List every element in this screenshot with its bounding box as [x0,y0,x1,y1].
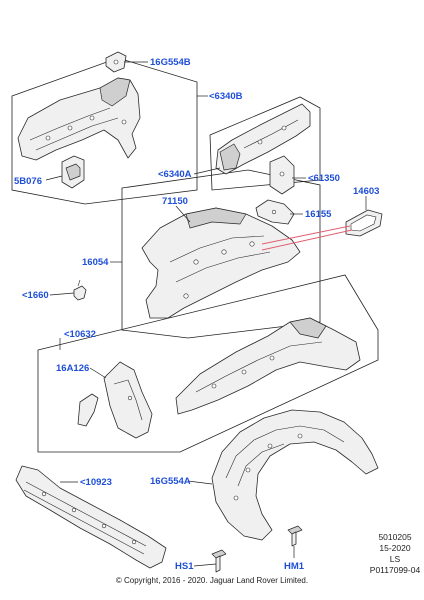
screw-hs1[interactable] [211,549,227,573]
leader-5b076 [45,175,63,181]
callout-6340a[interactable]: <6340A [158,169,192,180]
ref-code-line-2: 15-2020 [379,543,410,553]
wheelhouse-inner-71150[interactable] [141,207,301,319]
callout-61350[interactable]: <61350 [308,173,340,184]
upper-member-6340a[interactable] [215,103,311,175]
crossmember-10923[interactable] [15,465,167,569]
callout-16g554b[interactable]: 16G554B [150,57,191,68]
nut-hm1[interactable] [287,525,303,547]
callout-10632[interactable]: <10632 [64,329,96,340]
lower-rail-10632[interactable] [175,317,361,415]
callout-14603[interactable]: 14603 [353,186,379,197]
leader-6340a [193,167,221,175]
bracket-16g554b[interactable] [105,51,127,73]
bracket-16155[interactable] [255,199,295,225]
bracket-5b076[interactable] [61,155,85,189]
callout-1660[interactable]: <1660 [22,290,49,301]
group-frame-10632 [37,274,379,453]
ref-code-line-4: P0117099-04 [370,565,421,575]
group-frame-6340a [209,96,321,191]
callout-71150[interactable]: 71150 [162,196,188,207]
leader-16g554a [187,480,213,485]
ref-code-line-3: LS [390,554,401,564]
callout-16g554a[interactable]: 16G554A [150,476,191,487]
callout-hs1[interactable]: HS1 [175,561,194,572]
ref-code-line-1: 5010205 [378,532,411,542]
callout-6340b[interactable]: <6340B [209,91,243,102]
callout-16054[interactable]: 16054 [82,257,109,268]
upper-rail-assembly[interactable] [17,77,141,161]
callout-hm1[interactable]: HM1 [284,561,305,572]
callout-10923[interactable]: <10923 [80,477,112,488]
leader-hs1 [193,563,217,567]
callout-16a126[interactable]: 16A126 [56,363,89,374]
callout-5b076[interactable]: 5B076 [14,176,42,187]
copyright-notice: © Copyright, 2016 - 2020. Jaguar Land Ro… [116,576,308,585]
leader-16a126 [89,367,107,379]
seal-14603[interactable] [345,209,383,237]
group-frame-16054 [121,169,321,339]
bracket-small-16a126[interactable] [77,393,99,427]
clip-1660[interactable] [73,279,87,301]
bracket-16a126[interactable] [103,361,153,439]
bracket-61350[interactable] [269,155,295,195]
wheel-arch-liner-16g554a[interactable] [211,409,379,541]
callout-16155[interactable]: 16155 [305,209,332,220]
leader-71150 [175,205,191,223]
leader-1660 [49,292,75,296]
leader-14603-highlight [261,225,353,251]
